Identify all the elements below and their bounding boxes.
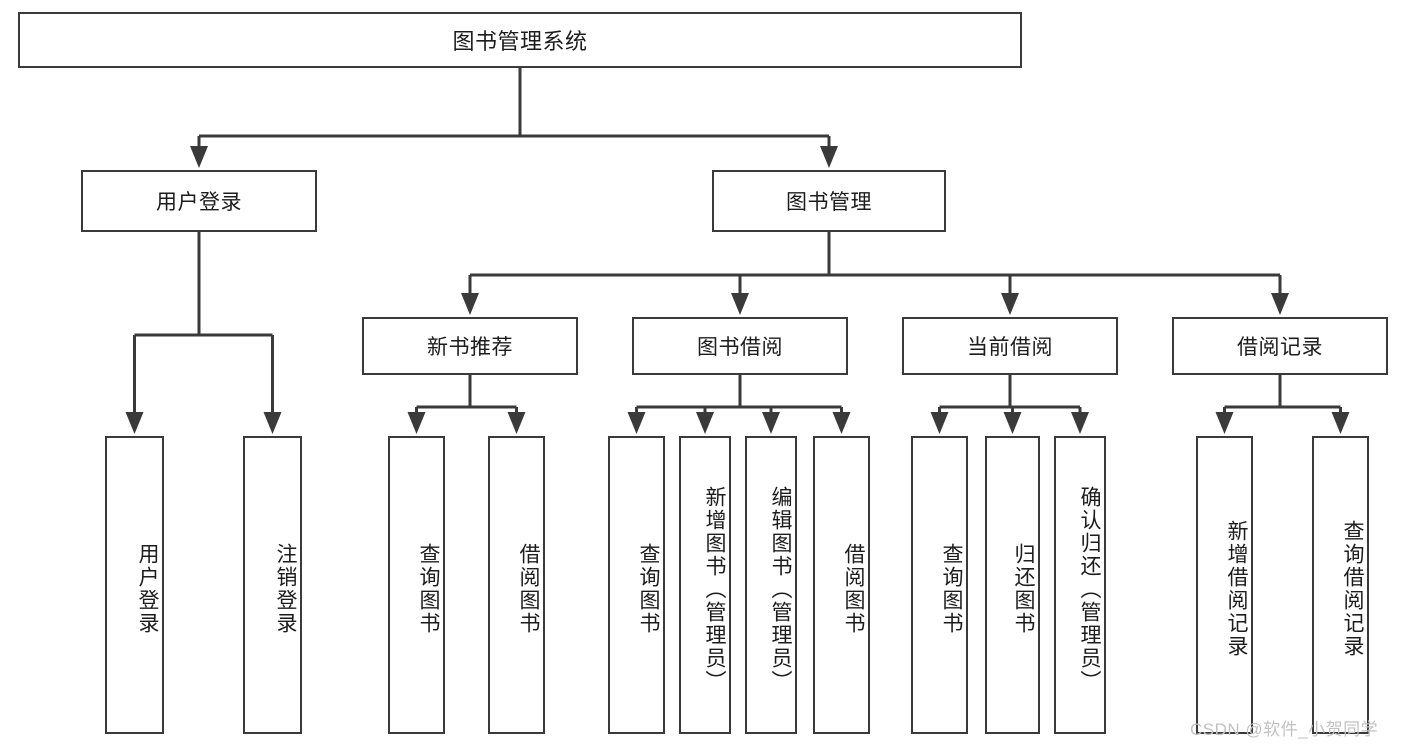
- node-records[interactable]: 借阅记录: [1172, 317, 1388, 375]
- node-label: 图书借阅: [697, 336, 783, 359]
- node-label: 新书推荐: [427, 336, 513, 359]
- node-label: 图书管理系统: [452, 29, 588, 54]
- arrow-icon-borrow: [731, 293, 749, 315]
- node-label: 当前借阅: [967, 336, 1053, 359]
- node-leaf-newbook-query[interactable]: 查询图书: [388, 436, 445, 734]
- arrow-icon-leaf-borrow-query: [627, 412, 646, 434]
- node-login[interactable]: 用户登录: [81, 170, 317, 232]
- node-current[interactable]: 当前借阅: [902, 317, 1118, 375]
- arrow-icon-leaf-borrow-edit: [762, 412, 780, 434]
- arrow-icon-leaf-current-confirm: [1071, 412, 1089, 434]
- node-leaf-borrow-add[interactable]: 新增图书（管理员）: [679, 436, 731, 734]
- node-leaf-borrow-query[interactable]: 查询图书: [608, 436, 665, 734]
- arrow-icon-newbook: [461, 293, 479, 315]
- node-label: 归还图书: [1012, 543, 1035, 635]
- arrow-icon-leaf-borrow-add: [696, 412, 714, 434]
- node-leaf-newbook-borrow[interactable]: 借阅图书: [488, 436, 545, 734]
- arrow-icon-leaf-user-login: [125, 412, 144, 434]
- arrow-icon-leaf-newbook-borrow: [507, 412, 526, 434]
- node-label: 用户登录: [156, 191, 242, 214]
- node-label: 确认归还（管理员）: [1078, 485, 1101, 693]
- node-label: 查询图书: [637, 543, 660, 635]
- node-leaf-current-return[interactable]: 归还图书: [985, 436, 1040, 734]
- node-label: 借阅记录: [1237, 336, 1323, 359]
- node-leaf-record-query[interactable]: 查询借阅记录: [1312, 436, 1369, 734]
- arrow-icon-leaf-borrow-lend: [832, 412, 851, 434]
- arrow-icon-records: [1271, 293, 1289, 315]
- node-leaf-current-confirm[interactable]: 确认归还（管理员）: [1054, 436, 1106, 734]
- arrow-icon-login: [190, 146, 208, 168]
- arrow-icon-leaf-record-query: [1331, 412, 1350, 434]
- arrow-icon-leaf-current-return: [1003, 412, 1022, 434]
- arrow-icon-leaf-newbook-query: [407, 412, 426, 434]
- node-label: 新增图书（管理员）: [703, 485, 726, 693]
- node-leaf-user-logout[interactable]: 注销登录: [243, 436, 302, 734]
- node-leaf-user-login[interactable]: 用户登录: [105, 436, 164, 734]
- arrow-icon-current: [1001, 293, 1019, 315]
- node-label: 借阅图书: [842, 543, 865, 635]
- node-label: 查询借阅记录: [1341, 520, 1364, 658]
- node-root[interactable]: 图书管理系统: [18, 12, 1022, 68]
- node-leaf-record-add[interactable]: 新增借阅记录: [1196, 436, 1253, 734]
- node-label: 注销登录: [274, 543, 297, 635]
- node-bookmgmt[interactable]: 图书管理: [712, 170, 946, 232]
- node-leaf-borrow-lend[interactable]: 借阅图书: [813, 436, 870, 734]
- node-newbook[interactable]: 新书推荐: [362, 317, 578, 375]
- node-leaf-borrow-edit[interactable]: 编辑图书（管理员）: [745, 436, 797, 734]
- arrow-icon-leaf-record-add: [1215, 412, 1234, 434]
- node-label: 图书管理: [786, 191, 872, 214]
- watermark-label: CSDN @软件_小贺同学: [1190, 720, 1379, 739]
- node-label: 借阅图书: [517, 543, 540, 635]
- node-label: 新增借阅记录: [1225, 520, 1248, 658]
- node-label: 查询图书: [940, 543, 963, 635]
- node-label: 编辑图书（管理员）: [769, 485, 792, 693]
- arrow-icon-leaf-current-query: [930, 412, 949, 434]
- node-label: 查询图书: [417, 543, 440, 635]
- node-borrow[interactable]: 图书借阅: [632, 317, 848, 375]
- arrow-icon-bookmgmt: [820, 146, 838, 168]
- node-label: 用户登录: [136, 543, 159, 635]
- arrow-icon-leaf-user-logout: [263, 412, 282, 434]
- node-leaf-current-query[interactable]: 查询图书: [911, 436, 968, 734]
